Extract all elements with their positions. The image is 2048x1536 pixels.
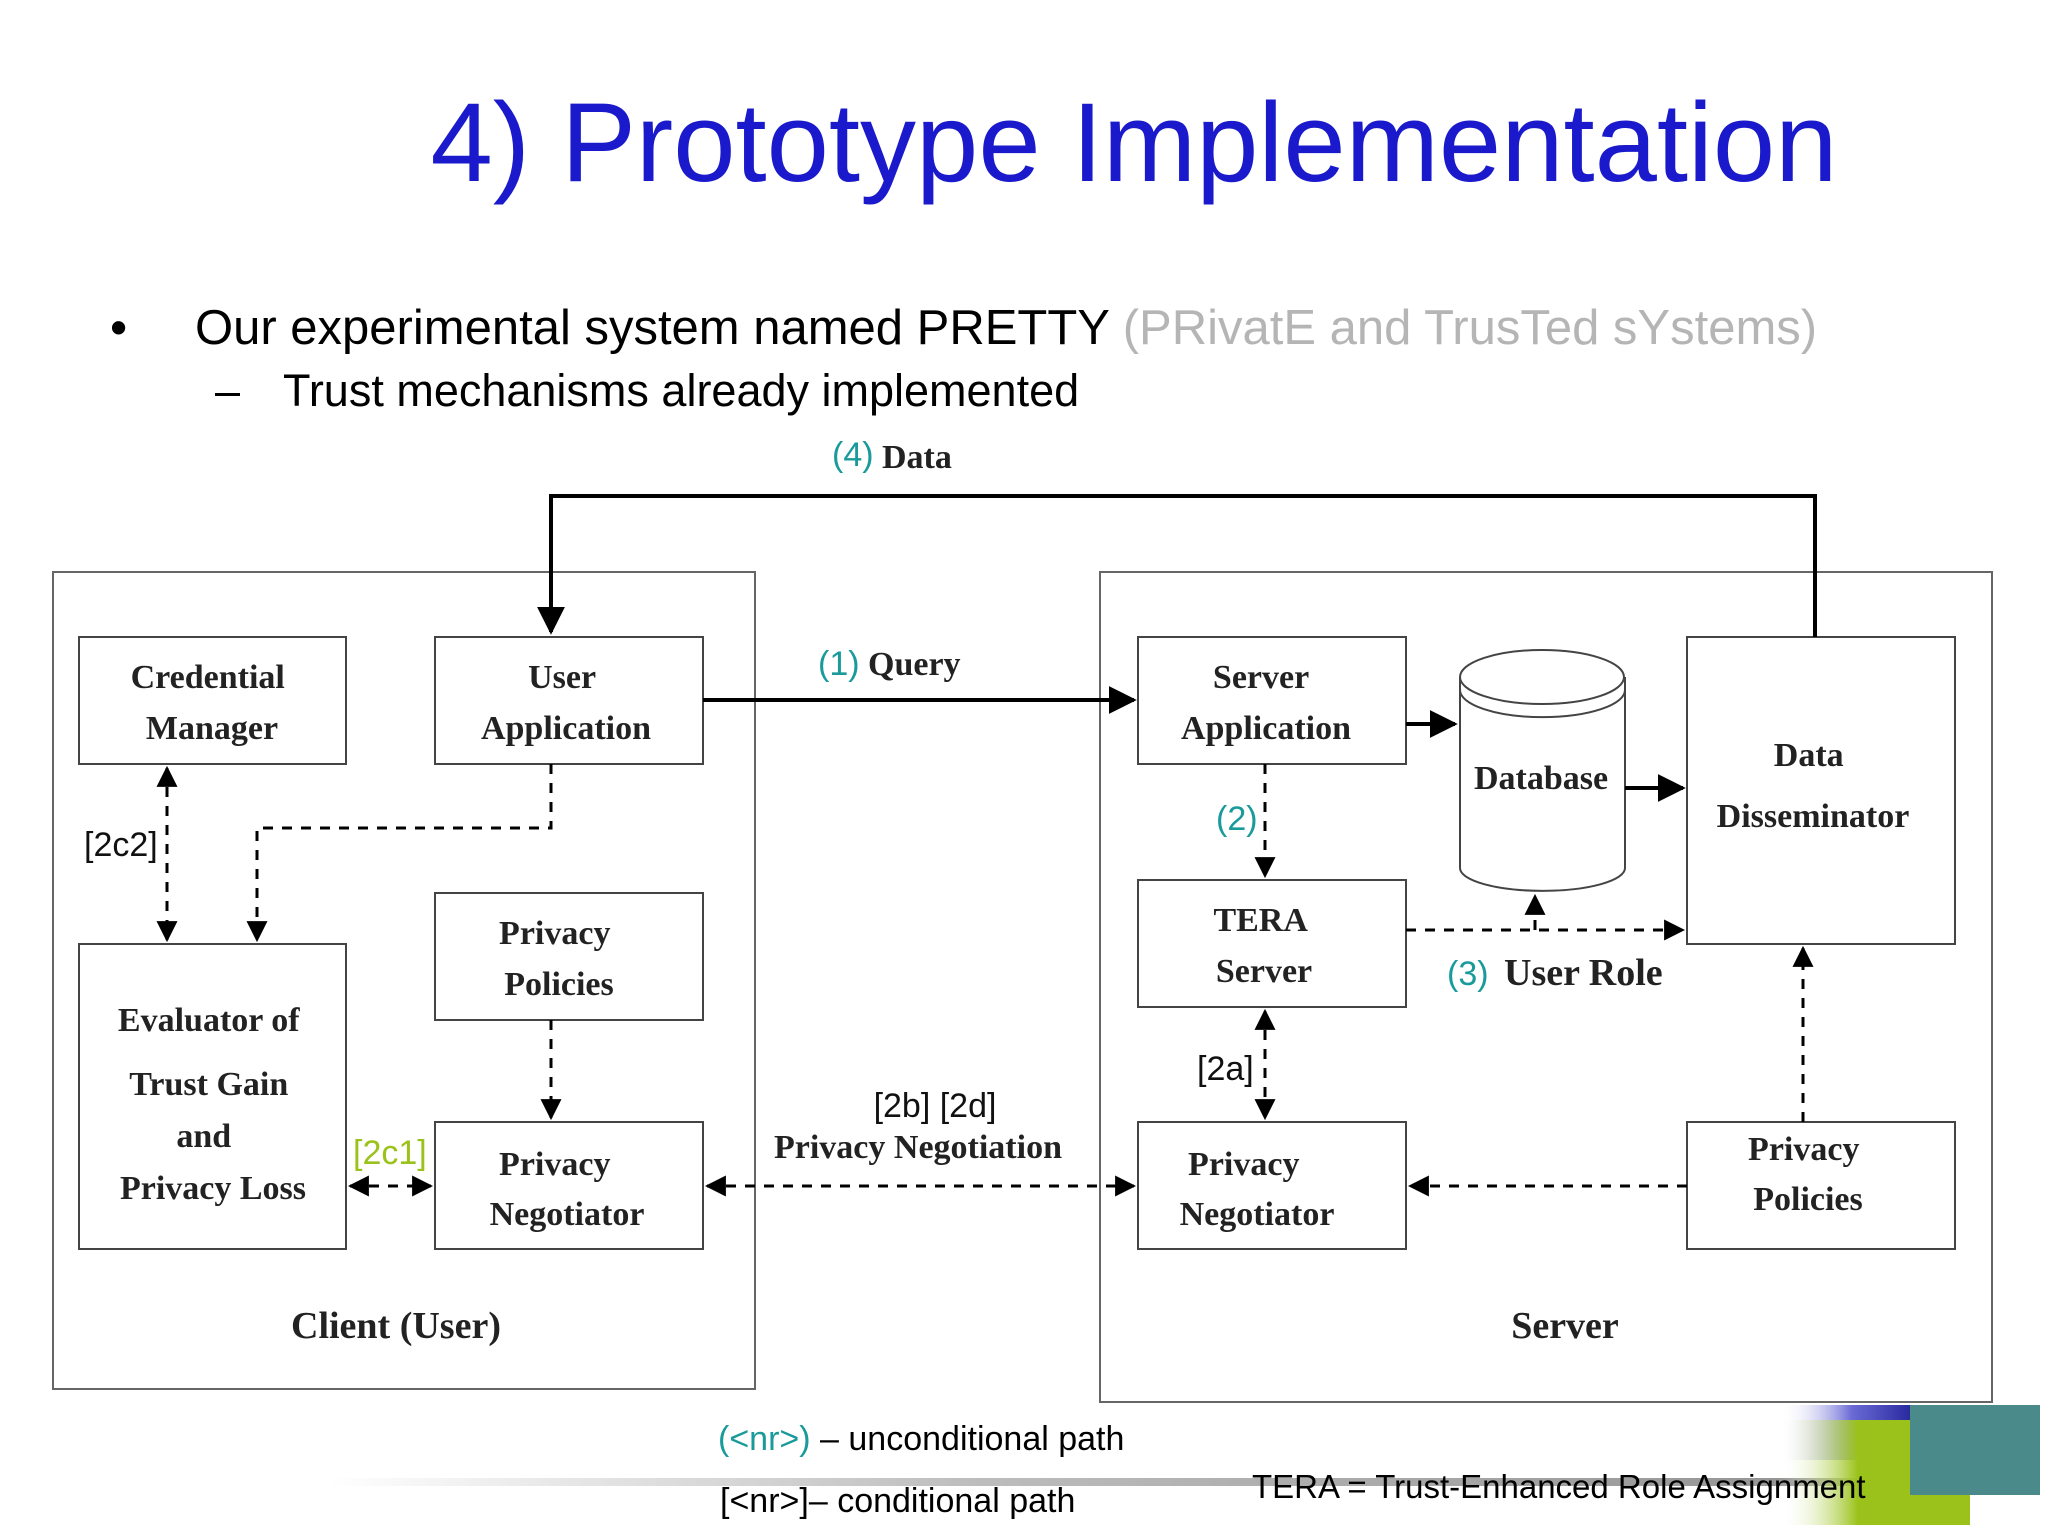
legend-unconditional: (<nr>) – unconditional path [718,1420,1124,1459]
client-region [52,571,756,1390]
server-privacy-policies-box [1686,1121,1956,1250]
legend-unconditional-key: (<nr>) [718,1420,811,1458]
privacy-negotiation-label: Privacy Negotiation [774,1129,1062,1166]
server-region [1099,571,1993,1403]
client-privacy-negotiator-box [434,1121,704,1250]
tera-server-box [1137,879,1407,1008]
credential-manager-label: Credential Manager [131,659,294,747]
bullet-main: • Our experimental system named PRETTY (P… [110,300,1817,356]
client-privacy-policies-label: Privacy Policies [499,915,619,1003]
client-privacy-negotiator-label: Privacy Negotiator [490,1146,645,1233]
user-application-label: User Application [481,659,651,747]
slide-title: 4) Prototype Implementation [430,80,1838,205]
evaluator-box [78,943,347,1250]
server-application-label: Server Application [1181,659,1351,747]
path-4-text: Data [882,439,952,476]
path-4-number: (4) [832,436,874,474]
database-cylinder [1459,649,1626,892]
path-2b2d-label: [2b] [2d] [874,1087,997,1125]
evaluator-label: Evaluator of Trust Gain and Privacy Loss [118,1002,308,1207]
server-privacy-policies-label: Privacy Policies [1748,1131,1868,1218]
bullet-sub: –Trust mechanisms already implemented [215,365,1079,417]
client-privacy-policies-box [434,892,704,1021]
path-2c1-label: [2c1] [353,1134,427,1172]
tera-server-label: TERA Server [1213,902,1314,990]
bullet-main-text: Our experimental system named PRETTY [195,301,1110,355]
path-1-number: (1) [818,645,860,683]
arrow-userapp-to-evaluator [246,764,553,943]
bullet-symbol: • [110,301,128,355]
server-privacy-negotiator-label: Privacy Negotiator [1180,1146,1335,1233]
data-disseminator-label: Data Disseminator [1717,737,1910,835]
database-label: Database [1474,760,1608,797]
footer-bar [330,1478,1930,1486]
path-3-text: User Role [1504,952,1663,994]
credential-manager-box [78,636,347,765]
server-region-label: Server [1511,1305,1619,1347]
legend-unconditional-text: – unconditional path [810,1420,1125,1458]
path-2-label: (2) [1216,800,1258,838]
legend-conditional: [<nr>]– conditional path [720,1482,1076,1520]
path-2c2-label: [2c2] [84,826,158,864]
client-region-label: Client (User) [291,1305,501,1347]
bullet-expansion: (PRivatE and TrusTed sYstems) [1122,301,1818,355]
user-application-box [434,636,704,765]
corner-logo-graphic [1780,1405,2040,1525]
arrow-data-return [537,494,1817,637]
server-application-box [1137,636,1407,765]
sub-dash: – [215,365,241,416]
path-3-number: (3) [1447,955,1489,993]
bullet-sub-text: Trust mechanisms already implemented [283,365,1080,416]
path-1-text: Query [868,646,961,683]
data-disseminator-box [1686,636,1956,945]
path-2a-label: [2a] [1197,1050,1254,1088]
server-privacy-negotiator-box [1137,1121,1407,1250]
legend-tera-definition: TERA = Trust-Enhanced Role Assignment [1252,1468,1866,1505]
